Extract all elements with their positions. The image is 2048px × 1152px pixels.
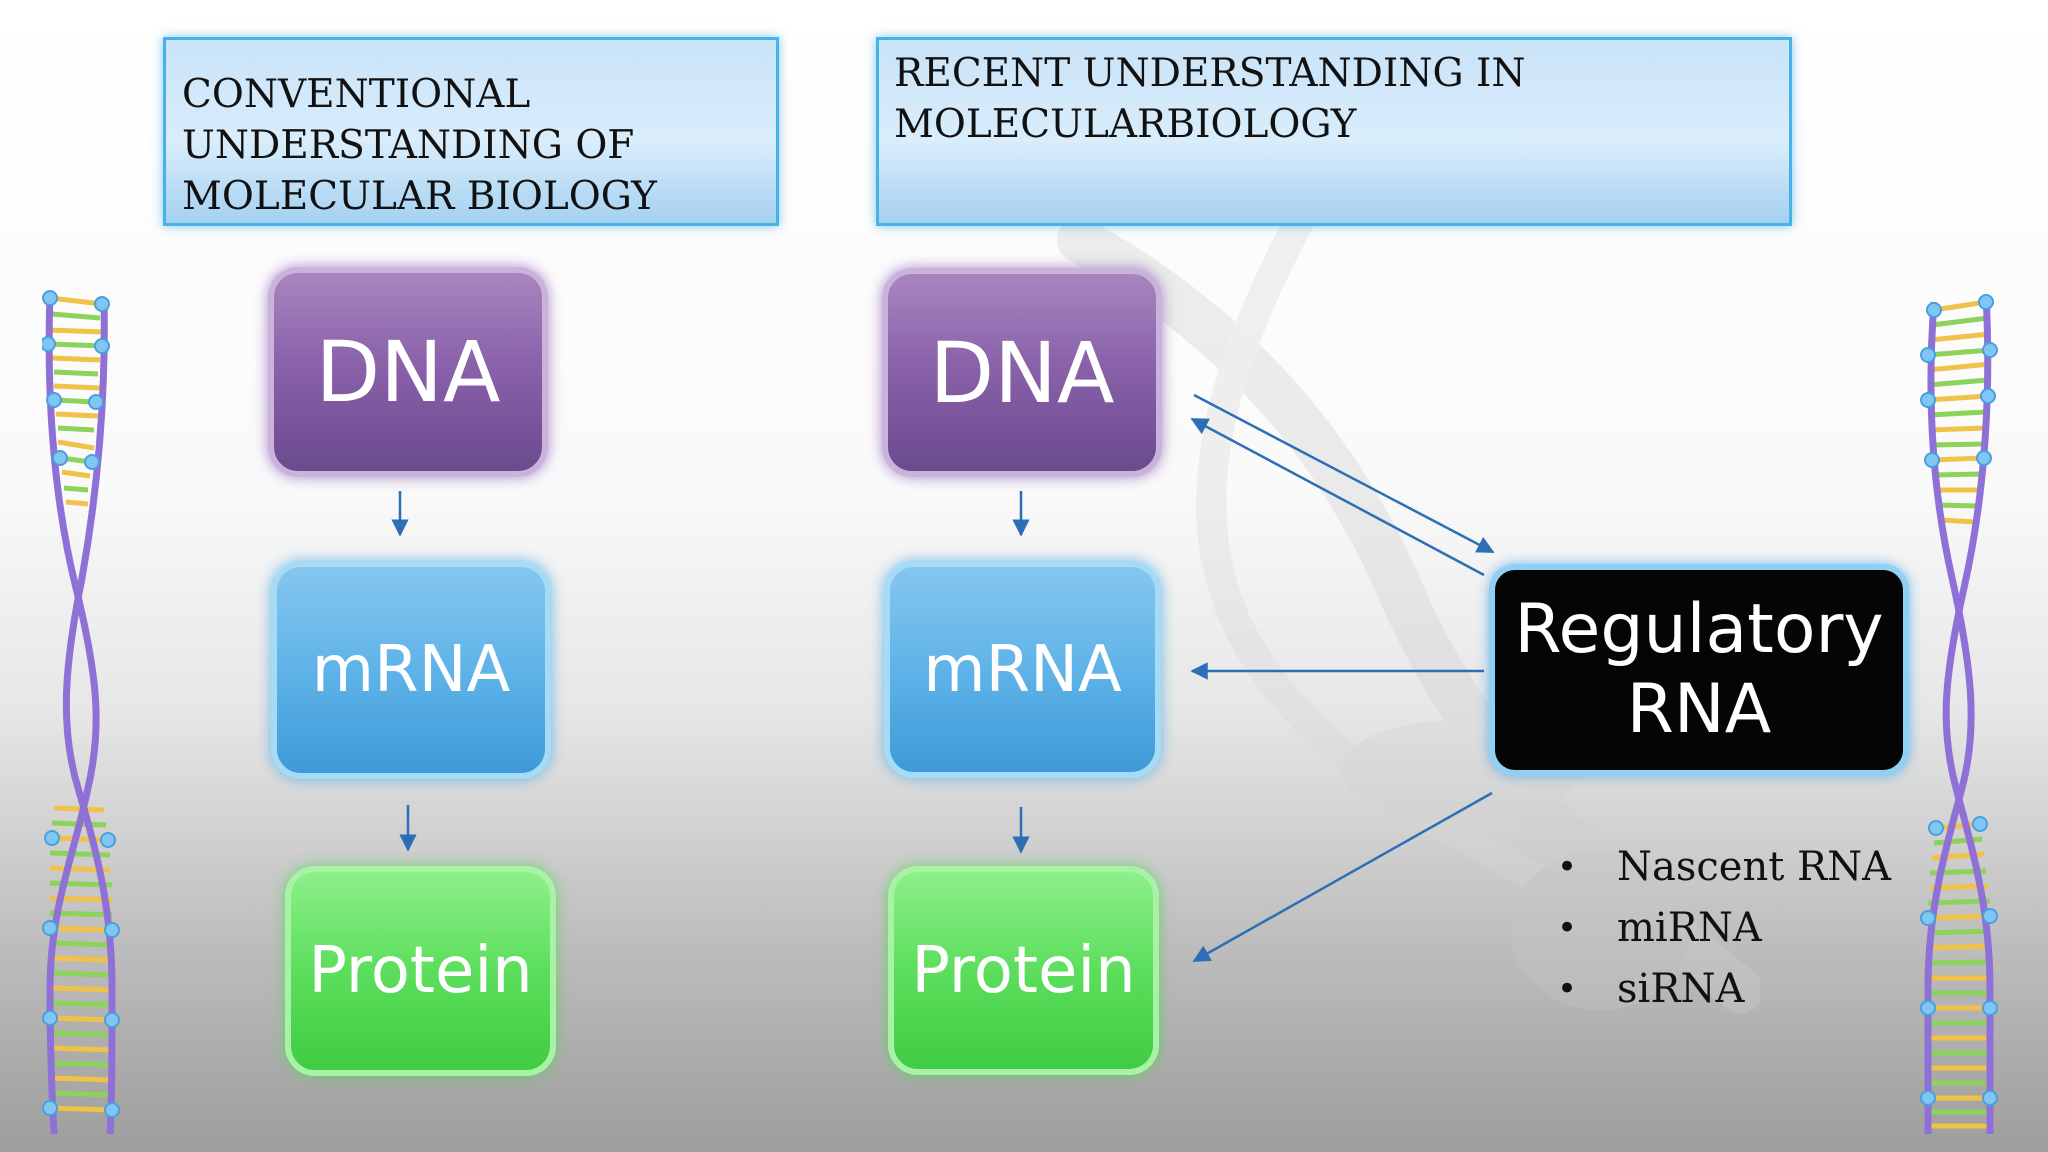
recent-mrna-label: mRNA (923, 632, 1122, 707)
header-conventional-line-3: MOLECULAR BIOLOGY (182, 174, 657, 219)
helix-strand-2 (1924, 301, 1975, 1134)
conventional-mrna-node: mRNA (271, 561, 551, 779)
regulatory-rna-line-1: Regulatory (1514, 590, 1884, 669)
header-recent-line-1: RECENT UNDERSTANDING IN (894, 51, 1526, 96)
dna-helix-left-image (42, 290, 120, 1135)
regulatory-rna-type-item: Nascent RNA (1557, 837, 1891, 898)
helix-rungs (1927, 299, 1991, 1129)
header-conventional-line-1: CONVENTIONAL (182, 72, 531, 117)
regulatory-rna-line-2: RNA (1626, 670, 1772, 749)
header-conventional-line-2: UNDERSTANDING OF (182, 123, 635, 168)
conventional-protein-label: Protein (308, 934, 533, 1008)
regulatory-rna-type-item: siRNA (1557, 959, 1891, 1020)
regulatory-rna-node: Regulatory RNA (1489, 564, 1909, 776)
dna-helix-right-image (1920, 294, 1998, 1134)
helix-strand-2 (62, 299, 116, 1135)
conventional-mrna-label: mRNA (311, 633, 511, 707)
recent-dna-label: DNA (929, 323, 1115, 422)
helix-rungs (47, 295, 113, 1113)
conventional-protein-node: Protein (285, 866, 556, 1076)
recent-protein-label: Protein (911, 933, 1136, 1008)
recent-dna-node: DNA (882, 268, 1162, 477)
helix-strand-1 (45, 293, 100, 1135)
conventional-dna-node: DNA (268, 267, 548, 477)
regulatory-rna-type-item: miRNA (1557, 898, 1891, 959)
header-conventional: CONVENTIONAL UNDERSTANDING OF MOLECULAR … (163, 37, 779, 226)
header-recent-line-2: MOLECULARBIOLOGY (894, 102, 1357, 147)
recent-protein-node: Protein (888, 866, 1159, 1075)
regulatory-rna-types-list: Nascent RNA miRNA siRNA (1557, 837, 1891, 1020)
conventional-dna-label: DNA (315, 323, 501, 421)
helix-strand-1 (1942, 295, 1994, 1134)
header-recent: RECENT UNDERSTANDING IN MOLECULARBIOLOGY (876, 37, 1792, 226)
recent-mrna-node: mRNA (884, 561, 1161, 778)
regulatory-rna-label: Regulatory RNA (1514, 590, 1883, 750)
